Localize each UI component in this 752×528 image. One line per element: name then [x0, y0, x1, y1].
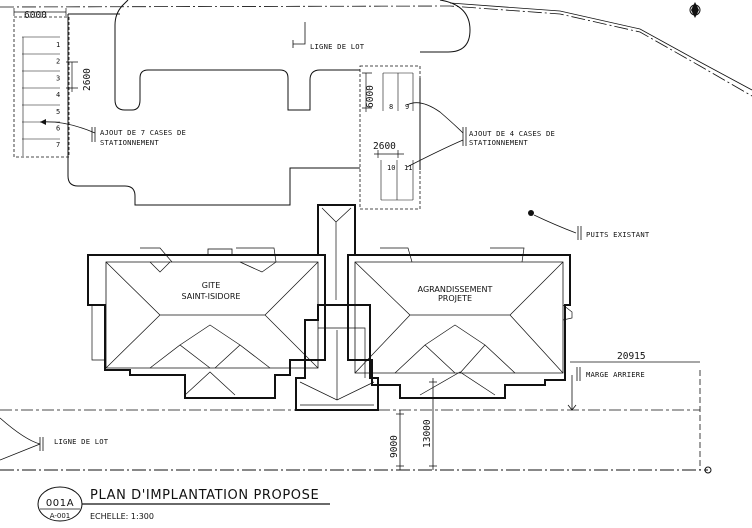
building-gite: GITE SAINT-ISIDORE — [87, 247, 326, 399]
label-lot-line-bottom: LIGNE DE LOT — [54, 437, 109, 446]
label-gite-line2: SAINT-ISIDORE — [182, 292, 241, 301]
stall-number: 2 — [56, 58, 60, 66]
stall-numbers-right: 8 9 10 11 — [387, 103, 412, 172]
dim-6000-left: 6000 — [24, 10, 47, 21]
stall-number: 1 — [56, 41, 60, 49]
label-add-4-line2: STATIONNEMENT — [469, 138, 528, 147]
left-parking-stalls: 1 2 3 4 5 6 7 6000 2600 AJOUT DE 7 CASES DE ST… — [13, 8, 186, 158]
label-add-7-line2: STATIONNEMENT — [100, 138, 159, 147]
top-lot-line — [0, 2, 752, 97]
title-block: 001A A-001 PLAN D'IMPLANTATION PROPOSE E… — [37, 486, 330, 522]
lot-line-callout-top: LIGNE DE LOT — [292, 22, 365, 51]
dim-6000-right: 6000 — [365, 85, 376, 108]
label-add-4-line1: AJOUT DE 4 CASES DE — [469, 129, 555, 138]
setback-dims: 9000 13000 — [389, 378, 437, 470]
well-icon — [528, 210, 534, 216]
building-extension: AGRANDISSEMENT PROJETE — [347, 247, 573, 399]
title-scale: ECHELLE: 1:300 — [90, 512, 154, 521]
dim-2600-right: 2600 — [373, 141, 396, 152]
rear-margin-dim: 20915 MARGE ARRIERE — [567, 351, 700, 411]
existing-well: PUITS EXISTANT — [528, 210, 650, 240]
title-sheet: A-001 — [50, 512, 71, 520]
dim-9000: 9000 — [389, 435, 400, 458]
stall-number: 11 — [404, 164, 412, 172]
building-link — [295, 204, 379, 411]
dim-13000: 13000 — [422, 419, 433, 448]
label-gite-line1: GITE — [202, 281, 221, 290]
right-parking-stalls: 8 9 10 11 6000 2600 AJOUT DE 4 CASES DE STA… — [359, 65, 555, 210]
dim-2600-left: 2600 — [82, 68, 93, 91]
label-rear-margin: MARGE ARRIERE — [586, 370, 645, 379]
stall-number: 9 — [405, 103, 409, 111]
stall-number: 7 — [56, 141, 60, 149]
stall-number: 8 — [389, 103, 393, 111]
stall-number: 10 — [387, 164, 395, 172]
stall-number: 4 — [56, 91, 60, 99]
label-ext-line2: PROJETE — [438, 294, 472, 303]
stall-number: 3 — [56, 74, 60, 82]
dim-20915: 20915 — [617, 351, 646, 362]
parking-lot-outline — [67, 0, 471, 206]
title-text: PLAN D'IMPLANTATION PROPOSE — [90, 488, 319, 503]
stall-number: 6 — [56, 125, 60, 133]
title-number: 001A — [46, 498, 74, 509]
label-ext-line1: AGRANDISSEMENT — [418, 285, 493, 294]
label-lot-line-top: LIGNE DE LOT — [310, 42, 365, 51]
stall-number: 5 — [56, 108, 60, 116]
label-add-7-line1: AJOUT DE 7 CASES DE — [100, 128, 186, 137]
stall-numbers-left: 1 2 3 4 5 6 7 — [56, 41, 60, 149]
bottom-lot-line: LIGNE DE LOT — [0, 370, 712, 474]
label-well: PUITS EXISTANT — [586, 230, 650, 239]
